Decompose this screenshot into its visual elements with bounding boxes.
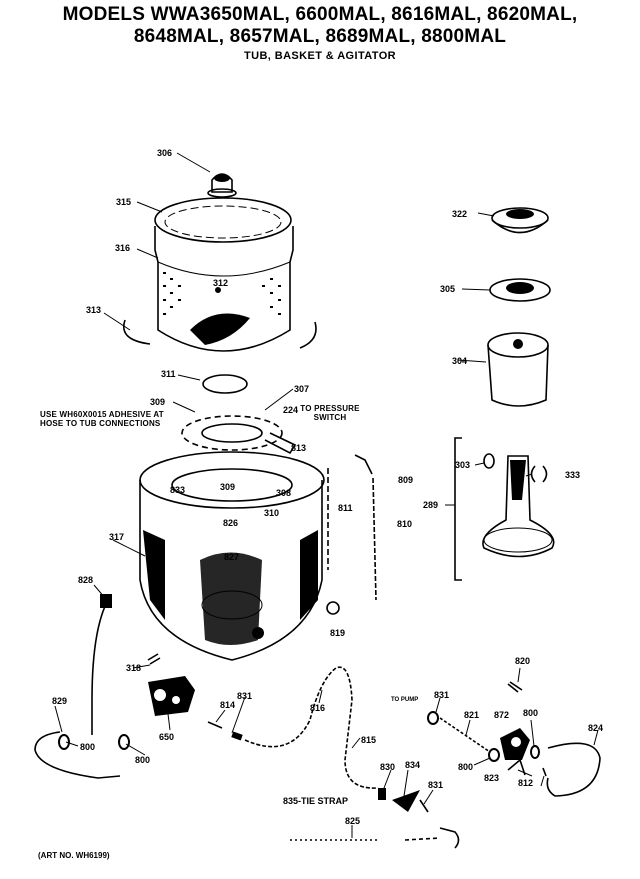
label-322: 322 (452, 209, 467, 219)
label-814: 814 (220, 700, 235, 710)
part-316-spin-basket (154, 197, 294, 352)
label-809: 809 (398, 475, 413, 485)
label-313: 313 (86, 305, 101, 315)
label-828: 828 (78, 575, 93, 585)
label-824: 824 (588, 723, 603, 733)
part-810-tube (372, 477, 377, 601)
part-307-hub-ring (181, 415, 297, 455)
label-tie-strap: 835-TIE STRAP (283, 796, 348, 806)
label-811: 811 (338, 503, 353, 513)
label-834: 834 (405, 760, 420, 770)
label-800c: 800 (523, 708, 538, 718)
part-824-hose (546, 742, 601, 797)
part-306-agitator-cap (207, 173, 237, 198)
label-224: 224 (283, 405, 298, 415)
label-312: 312 (213, 278, 228, 288)
label-831b: 831 (428, 780, 443, 790)
label-315: 315 (116, 197, 131, 207)
part-814-connector (207, 721, 223, 729)
part-823-bracket (507, 758, 526, 776)
label-318: 318 (126, 663, 141, 673)
label-833: 833 (170, 485, 185, 495)
label-825: 825 (345, 816, 360, 826)
label-309b: 309 (220, 482, 235, 492)
label-823: 823 (484, 773, 499, 783)
label-307: 307 (294, 384, 309, 394)
part-834-bracket (392, 790, 420, 812)
part-828-hose (91, 599, 109, 735)
part-812-clamp (542, 767, 547, 777)
label-800a: 800 (80, 742, 95, 752)
part-333-ring (530, 465, 548, 483)
art-number: (ART NO. WH6199) (38, 851, 110, 860)
label-813: 813 (291, 443, 306, 453)
label-311: 311 (161, 369, 176, 379)
part-650-valve (148, 676, 195, 716)
part-number-labels: 306 315 316 312 313 311 309 307 224 813 … (52, 148, 603, 826)
part-289-agitator-base (482, 455, 555, 558)
label-812: 812 (518, 778, 533, 788)
label-830: 830 (380, 762, 395, 772)
label-810: 810 (397, 519, 412, 529)
label-831c: 831 (434, 690, 449, 700)
label-316: 316 (115, 243, 130, 253)
label-333: 333 (565, 470, 580, 480)
part-313-tub-ring (123, 319, 317, 349)
label-303: 303 (455, 460, 470, 470)
part-819-grommet (326, 601, 340, 615)
label-289: 289 (423, 500, 438, 510)
label-to-pump: TO PUMP (391, 697, 418, 703)
leader-lines (54, 152, 599, 838)
label-821: 821 (464, 710, 479, 720)
label-800d: 800 (458, 762, 473, 772)
label-831a: 831 (237, 691, 252, 701)
adhesive-note: USE WH60X0015 ADHESIVE AT HOSE TO TUB CO… (40, 410, 164, 428)
part-830-clip (378, 788, 386, 800)
diagram-subtitle: TUB, BASKET & AGITATOR (244, 50, 396, 62)
part-322-cap (491, 207, 549, 234)
label-800b: 800 (135, 755, 150, 765)
part-305-cam (489, 278, 551, 302)
part-820-clip (507, 681, 523, 693)
part-317-outer-tub (139, 451, 325, 661)
label-815: 815 (361, 735, 376, 745)
label-317: 317 (109, 532, 124, 542)
models-title-line2: 8648MAL, 8657MAL, 8689MAL, 8800MAL (133, 26, 507, 47)
models-title-line1: MODELS WWA3650MAL, 6600MAL, 8616MAL, 862… (62, 4, 578, 25)
label-820: 820 (515, 656, 530, 666)
part-831-clamp (419, 799, 429, 813)
label-650: 650 (159, 732, 174, 742)
part-303-ring (483, 453, 495, 469)
label-305: 305 (440, 284, 455, 294)
part-311-seal (202, 374, 248, 394)
label-308: 308 (276, 488, 291, 498)
part-304-agitator-barrel (487, 332, 549, 407)
part-872-pump (500, 728, 530, 760)
label-310: 310 (264, 508, 279, 518)
part-816-drain-hose (244, 666, 379, 789)
part-809-hose (354, 454, 373, 475)
part-821-hose (439, 717, 491, 753)
pressure-switch-note: TO PRESSURE SWITCH (300, 404, 360, 422)
label-819: 819 (330, 628, 345, 638)
label-309a: 309 (150, 397, 165, 407)
label-872: 872 (494, 710, 509, 720)
label-306: 306 (157, 148, 172, 158)
label-826: 826 (223, 518, 238, 528)
part-829-hose (34, 731, 121, 779)
label-827: 827 (224, 552, 239, 562)
label-829: 829 (52, 696, 67, 706)
label-304: 304 (452, 356, 467, 366)
bracket-289 (454, 437, 462, 581)
label-816: 816 (310, 703, 325, 713)
part-318-clamp (147, 653, 161, 665)
